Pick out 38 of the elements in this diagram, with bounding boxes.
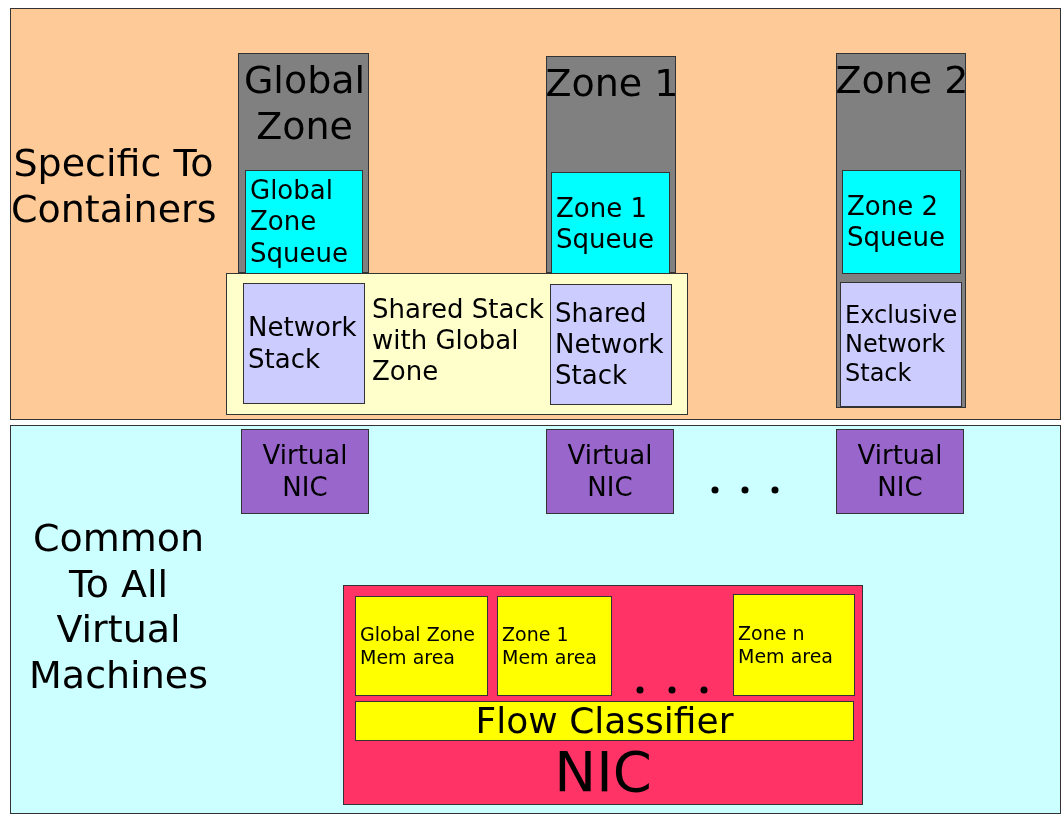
squeue-box [842,170,961,274]
virtual-nic-box [241,429,369,514]
node-label: Shared Network Stack [555,297,665,392]
node-label: Shared Stack with Global Zone [372,294,545,388]
container-layer-band [10,8,1061,420]
node-label: Zone 2 [834,58,970,104]
node-label: Zone 1 Mem area [502,623,598,669]
node-label: Virtual NIC [856,440,944,503]
node-label: Specific To Containers [11,141,216,233]
shared-layer-band [10,425,1061,814]
node-label: Virtual NIC [261,440,349,503]
squeue-box [551,172,670,276]
node-label: Zone 1 [544,61,680,107]
virtual-nic-box [546,429,674,514]
mem-area-box [355,596,488,696]
node-label: Global Zone [242,58,367,150]
node-label: Virtual NIC [566,440,654,503]
node-label: Network Stack [248,312,358,375]
network-stack-box [840,282,962,407]
network-stack-box [550,284,672,405]
zone-column [836,53,966,408]
flow-classifier-bar [355,701,854,741]
node-label: Exclusive Network Stack [845,301,958,388]
node-label: Common To All Virtual Machines [28,516,209,699]
node-label: Global Zone Squeue [250,175,349,269]
mem-area-box [733,594,855,696]
node-label: Global Zone Mem area [360,623,477,669]
virtual-nic-box [836,429,964,514]
network-stack-box [243,283,365,404]
zone-column [238,53,369,273]
squeue-box [245,170,363,274]
mem-area-box [497,596,612,696]
zone-column [546,56,676,273]
node-label: Zone 1 Squeue [556,192,655,256]
node-label: Zone 2 Squeue [847,190,946,254]
node-label: Zone n Mem area [738,622,834,668]
nic-box [343,585,863,805]
shared-stack-panel [226,273,688,415]
